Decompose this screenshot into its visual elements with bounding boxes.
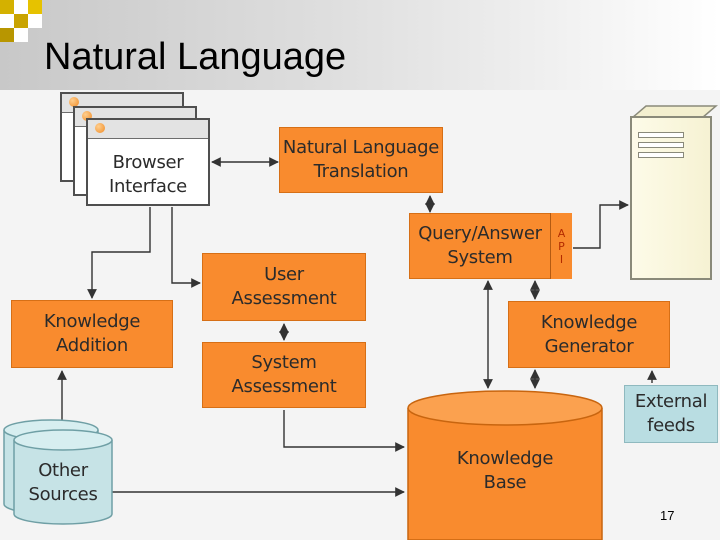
- query-answer-system-box: Query/Answer System: [409, 213, 551, 279]
- natural-language-translation-box: Natural Language Translation: [279, 127, 443, 193]
- window-orb-icon: [69, 97, 79, 107]
- knowledge-base-label: Knowledge Base: [456, 448, 554, 493]
- other-sources-label: Other Sources: [28, 460, 98, 505]
- system-assessment-box: System Assessment: [202, 342, 366, 408]
- server-icon: [630, 116, 712, 280]
- user-assessment-box: User Assessment: [202, 253, 366, 321]
- decorative-squares-icon: [0, 0, 42, 42]
- window-orb-icon: [82, 111, 92, 121]
- user-assessment-label: User Assessment: [231, 264, 337, 309]
- server-top-icon: [630, 105, 718, 118]
- browser-interface-label: Browser Interface: [109, 152, 187, 197]
- knowledge-addition-label: Knowledge Addition: [43, 311, 141, 356]
- external-feeds-label: External feeds: [634, 391, 708, 436]
- natural-language-translation-label: Natural Language Translation: [282, 137, 440, 182]
- api-letter-a: A: [557, 226, 566, 240]
- external-feeds-box: External feeds: [624, 385, 718, 443]
- api-letter-p: P: [558, 239, 565, 253]
- page-number: 17: [660, 508, 675, 523]
- api-letter-i: I: [559, 252, 564, 266]
- title-bar: Natural Language: [0, 0, 720, 90]
- knowledge-base-database-icon: [407, 390, 603, 540]
- system-assessment-label: System Assessment: [231, 352, 337, 397]
- window-orb-icon: [95, 123, 105, 133]
- knowledge-generator-label: Knowledge Generator: [540, 311, 638, 357]
- browser-window-front: [86, 118, 210, 206]
- knowledge-addition-box: Knowledge Addition: [11, 300, 173, 368]
- slide-title: Natural Language: [44, 36, 347, 78]
- query-answer-system-label: Query/Answer System: [418, 223, 542, 268]
- knowledge-generator-box: Knowledge Generator: [508, 301, 670, 368]
- other-sources-database-icon: [3, 419, 113, 525]
- api-strip: A P I: [550, 213, 572, 279]
